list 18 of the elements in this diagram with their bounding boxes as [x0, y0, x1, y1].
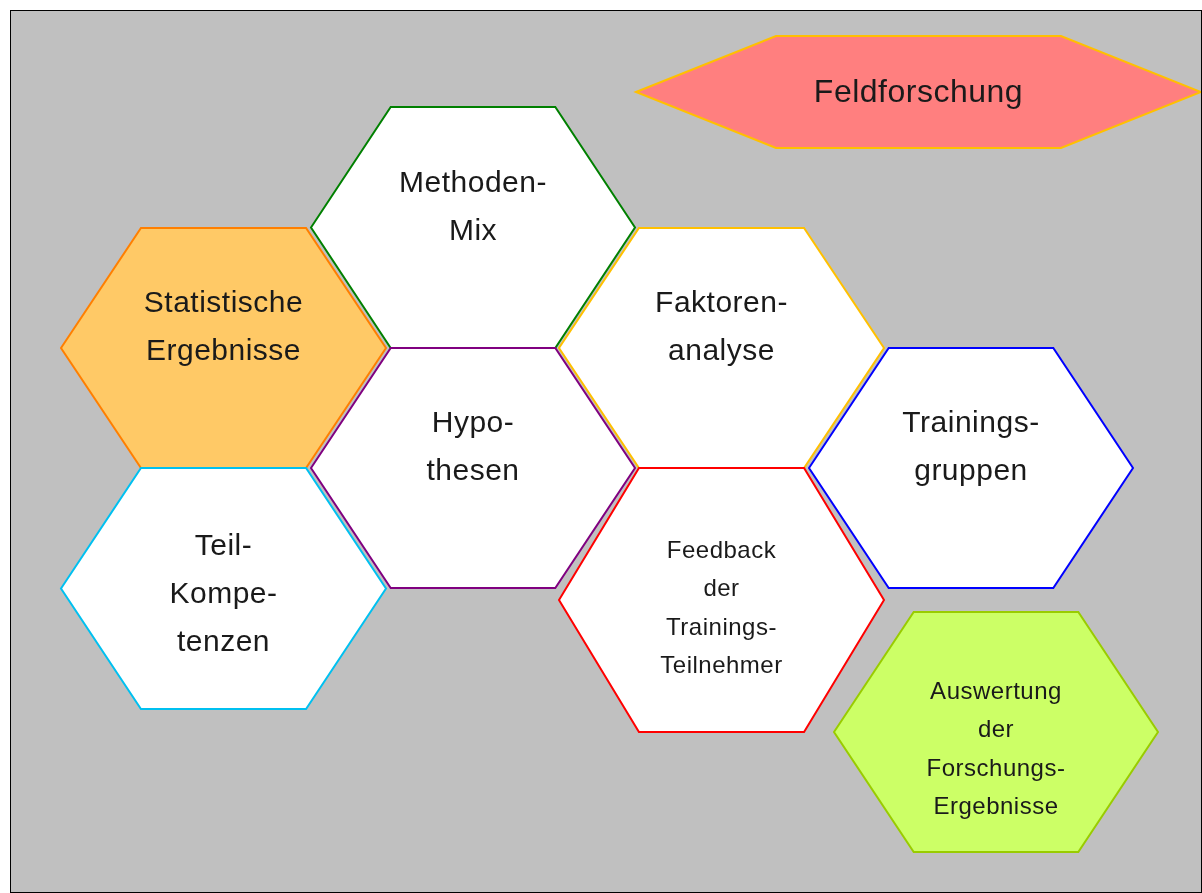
hexagon-node — [311, 107, 635, 348]
hexagon-node — [636, 36, 1201, 148]
hexagon-node — [311, 348, 635, 588]
hexagon-label: Feldforschung — [813, 72, 1024, 112]
hexagon-label: Auswertung der Forschungs- Ergebnisse — [926, 676, 1066, 822]
hexagon-label: Methoden- Mix — [399, 163, 547, 248]
hexagon-node — [809, 348, 1133, 588]
hexagon-label: Teil- Kompe- tenzen — [169, 527, 278, 660]
hexagon-node — [559, 228, 884, 468]
hexagon-node — [61, 468, 386, 709]
hexagon-label: Hypo- thesen — [426, 404, 520, 489]
hexagon-node — [559, 468, 884, 732]
hexagon-label: Feedback der Trainings- Teilnehmer — [660, 535, 783, 681]
hexagon-node — [834, 612, 1158, 852]
hexagon-node — [61, 228, 386, 468]
hexagon-label: Trainings- gruppen — [902, 404, 1040, 489]
hexagon-label: Statistische Ergebnisse — [143, 284, 304, 369]
hexagon-label: Faktoren- analyse — [655, 284, 788, 369]
